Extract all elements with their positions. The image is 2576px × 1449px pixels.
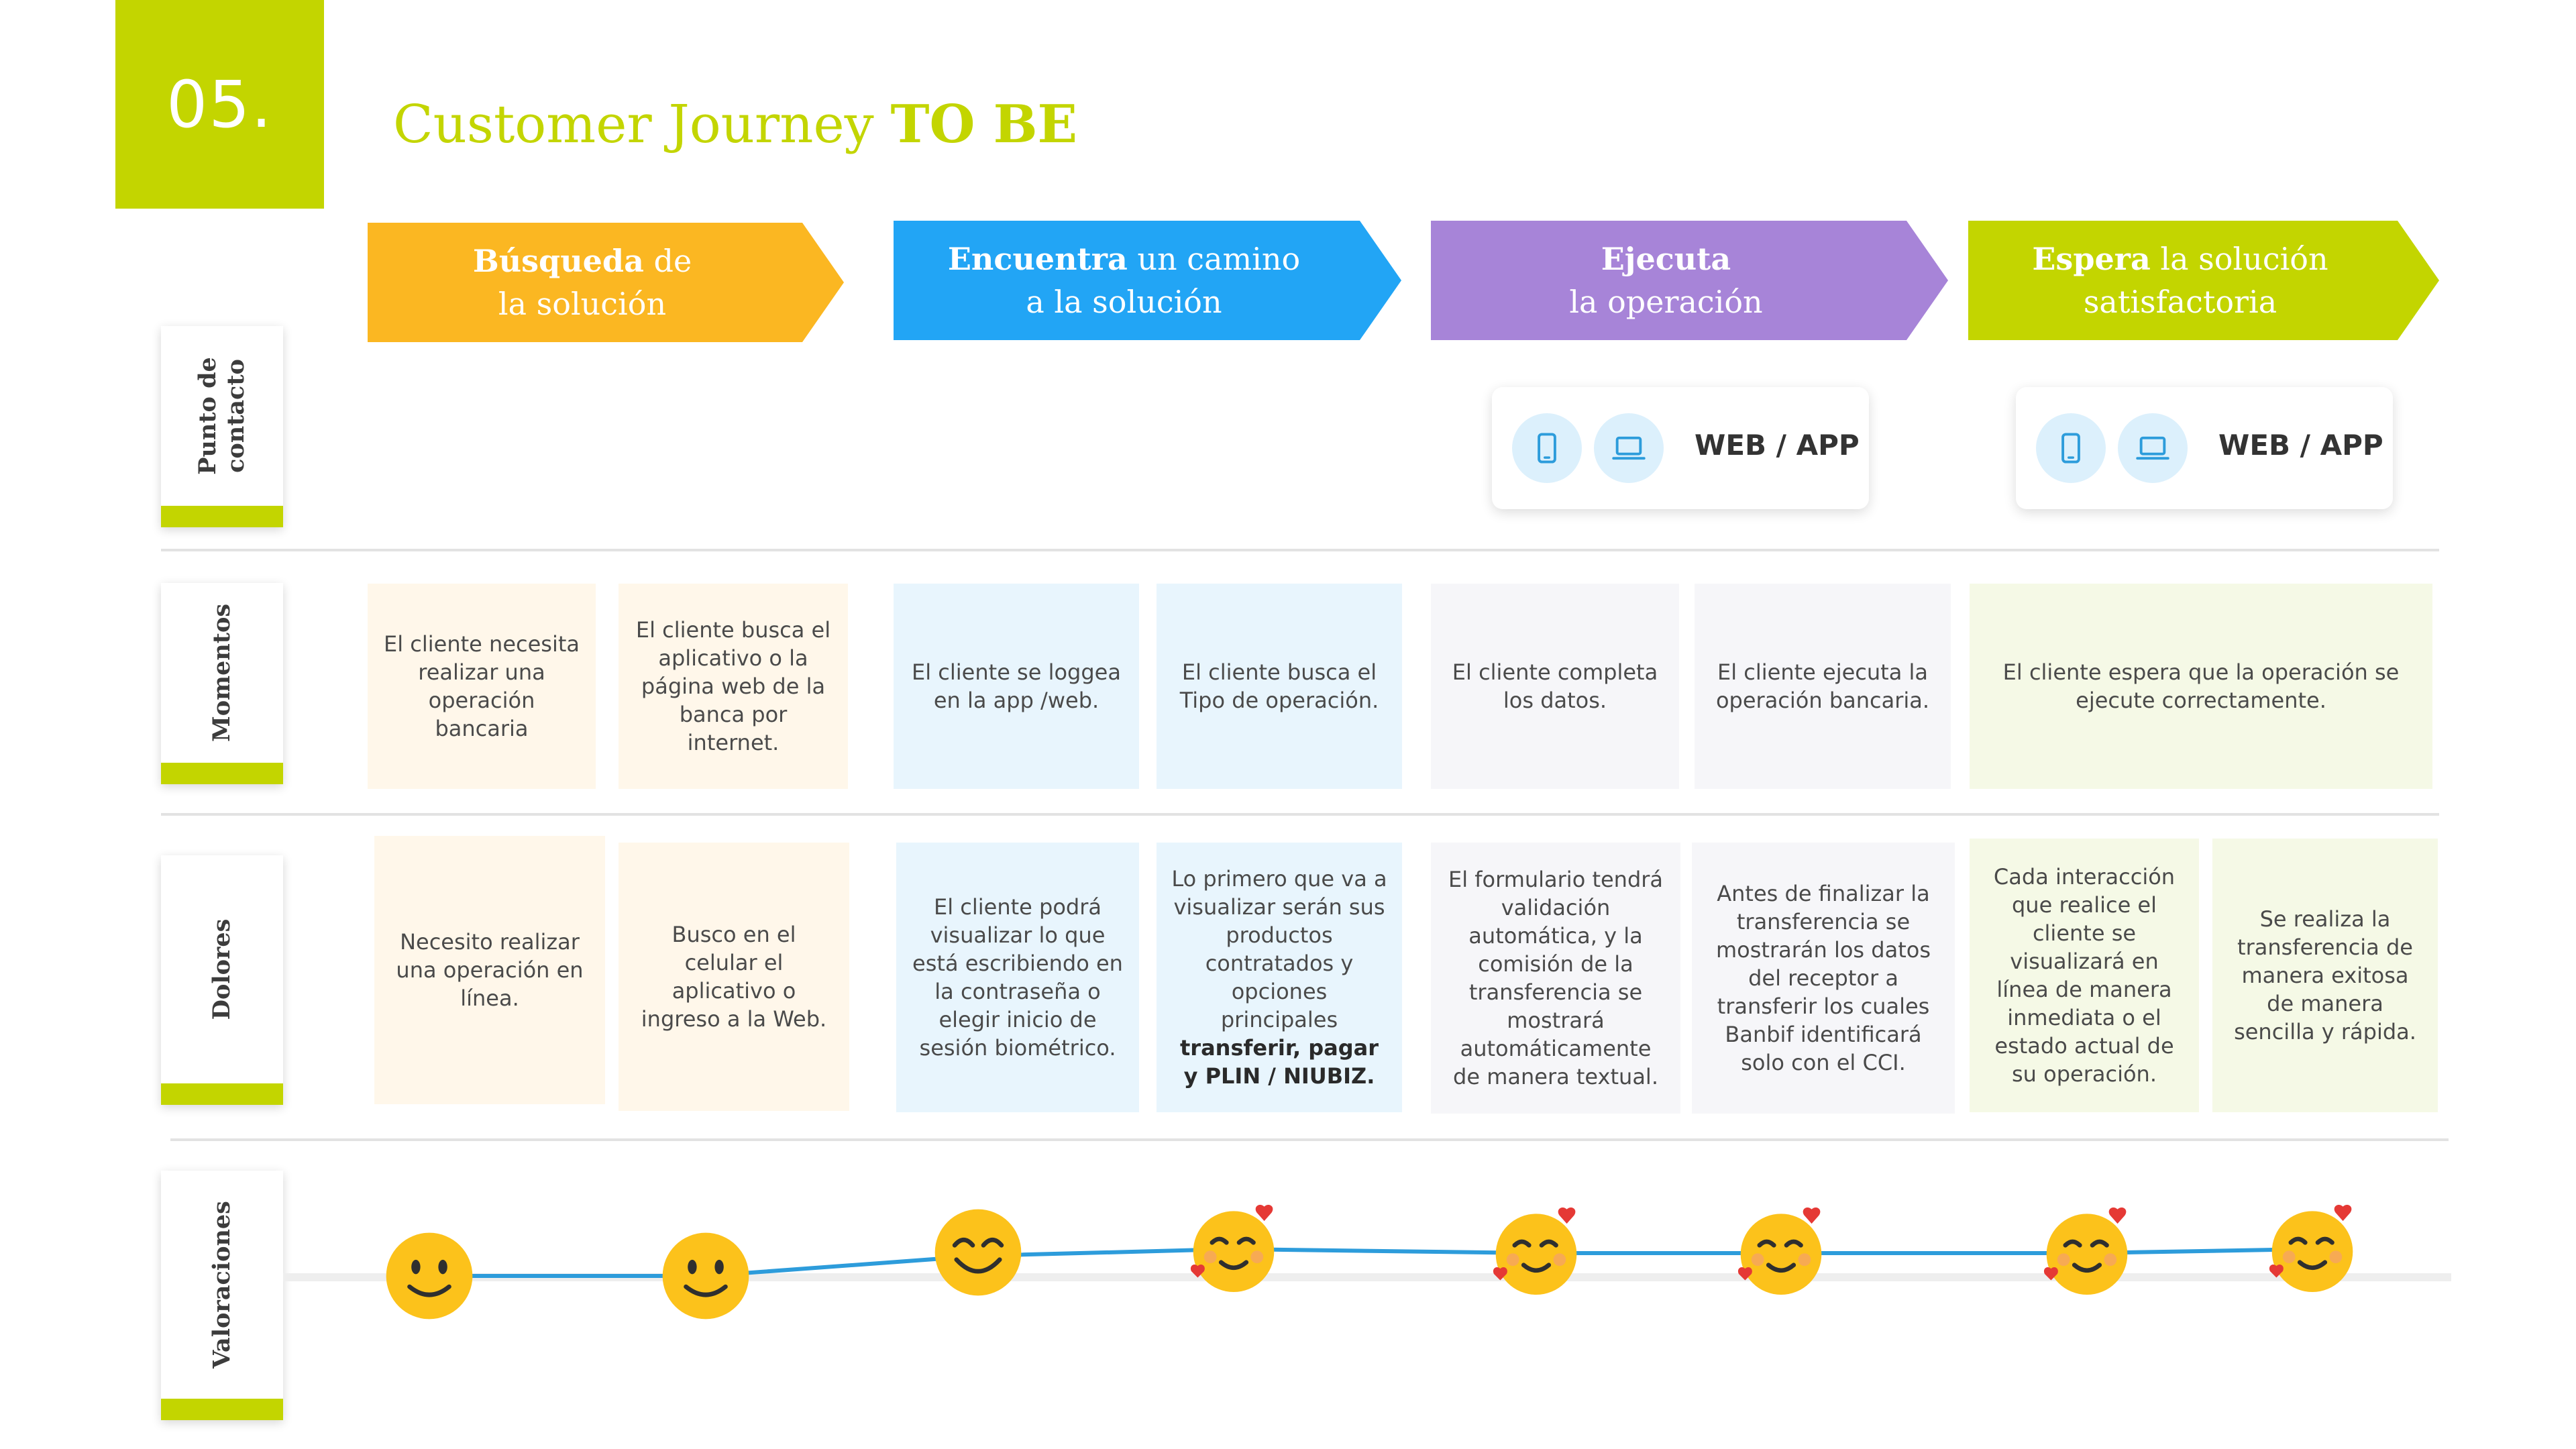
pain-text-regular: Lo primero que va a visualizar serán sus… bbox=[1171, 866, 1387, 1032]
section-number-text: 05. bbox=[166, 66, 273, 142]
moment-text: El cliente necesita realizar una operaci… bbox=[384, 631, 580, 741]
moment-text: El cliente busca el aplicativo o la pági… bbox=[635, 617, 831, 755]
phase-encuentra: Encuentra un camino a la solución bbox=[894, 221, 1401, 340]
phase-rest: un camino bbox=[1127, 241, 1301, 277]
row-label-valoraciones: Valoraciones bbox=[161, 1171, 283, 1420]
pain-text: Cada interacción que realice el cliente … bbox=[1993, 864, 2176, 1087]
pain-card: Cada interacción que realice el cliente … bbox=[1970, 839, 2199, 1112]
section-number: 05. bbox=[115, 0, 324, 209]
rating-line bbox=[429, 1246, 2312, 1278]
phase-rest: de bbox=[643, 243, 692, 279]
row-label-momentos: Momentos bbox=[161, 583, 283, 784]
pain-card: El formulario tendrá validación automáti… bbox=[1431, 843, 1680, 1114]
laptop-icon bbox=[2118, 413, 2188, 483]
phase-bold: Ejecuta bbox=[1601, 241, 1731, 277]
smiling-face-hearts-icon bbox=[1491, 1207, 1581, 1297]
pain-text: El cliente podrá visualizar lo que está … bbox=[912, 894, 1123, 1061]
phase-line2: la solución bbox=[498, 286, 667, 322]
touchpoint-label: WEB / APP bbox=[2218, 429, 2383, 462]
touchpoint-card: WEB / APP bbox=[1492, 387, 1869, 509]
slightly-smiling-face-icon bbox=[384, 1231, 474, 1321]
pain-text-bold: transferir, pagar y PLIN / NIUBIZ. bbox=[1179, 1035, 1379, 1089]
rating-track bbox=[283, 1273, 2451, 1281]
moment-card: El cliente completa los datos. bbox=[1431, 584, 1679, 789]
row-label-dolores: Dolores bbox=[161, 855, 283, 1105]
phase-line2: satisfactoria bbox=[2083, 284, 2277, 320]
row-label-accent-bar bbox=[161, 1083, 283, 1105]
pain-card: Antes de finalizar la transferencia se m… bbox=[1692, 843, 1955, 1114]
pain-text: Busco en el celular el aplicativo o ingr… bbox=[641, 922, 827, 1032]
slightly-smiling-face-icon bbox=[661, 1231, 751, 1321]
phase-bold: Encuentra bbox=[947, 241, 1128, 277]
pain-text: Antes de finalizar la transferencia se m… bbox=[1716, 881, 1931, 1075]
divider bbox=[170, 1138, 2449, 1141]
title-bold: TO BE bbox=[890, 94, 1077, 155]
pain-text: El formulario tendrá validación automáti… bbox=[1448, 867, 1664, 1089]
moment-card: El cliente busca el aplicativo o la pági… bbox=[619, 584, 848, 789]
touchpoint-card: WEB / APP bbox=[2016, 387, 2393, 509]
laptop-icon bbox=[1594, 413, 1664, 483]
touchpoint-label: WEB / APP bbox=[1695, 429, 1860, 462]
moment-card: El cliente espera que la operación se ej… bbox=[1970, 584, 2432, 789]
phase-rest: la solución bbox=[2150, 241, 2328, 277]
pain-card: Se realiza la transferencia de manera ex… bbox=[2212, 839, 2438, 1112]
divider bbox=[161, 549, 2439, 551]
row-label-accent-bar bbox=[161, 763, 283, 784]
smiling-face-hearts-icon bbox=[2267, 1204, 2357, 1295]
smiling-face-hearts-icon bbox=[1736, 1207, 1826, 1297]
moment-text: El cliente se loggea en la app /web. bbox=[912, 659, 1121, 713]
row-label-accent-bar bbox=[161, 1399, 283, 1420]
divider bbox=[161, 813, 2439, 816]
moment-text: El cliente espera que la operación se ej… bbox=[2002, 659, 2400, 713]
smiling-eyes-face-icon bbox=[933, 1208, 1023, 1297]
pain-text: Necesito realizar una operación en línea… bbox=[396, 929, 584, 1011]
smartphone-icon bbox=[1512, 413, 1582, 483]
moment-text: El cliente ejecuta la operación bancaria… bbox=[1715, 659, 1930, 713]
phase-line2: la operación bbox=[1569, 284, 1763, 320]
phase-busqueda: Búsqueda de la solución bbox=[368, 223, 844, 342]
pain-card: Lo primero que va a visualizar serán sus… bbox=[1157, 843, 1402, 1112]
phase-ejecuta: Ejecuta la operación bbox=[1431, 221, 1948, 340]
row-label-accent-bar bbox=[161, 506, 283, 527]
moment-card: El cliente ejecuta la operación bancaria… bbox=[1695, 584, 1951, 789]
pain-card: El cliente podrá visualizar lo que está … bbox=[896, 843, 1139, 1112]
moment-text: El cliente busca el Tipo de operación. bbox=[1179, 659, 1379, 713]
moment-card: El cliente necesita realizar una operaci… bbox=[368, 584, 596, 789]
moment-text: El cliente completa los datos. bbox=[1452, 659, 1658, 713]
pain-card: Busco en el celular el aplicativo o ingr… bbox=[619, 843, 849, 1111]
smiling-face-hearts-icon bbox=[1189, 1204, 1279, 1295]
moment-card: El cliente se loggea en la app /web. bbox=[894, 584, 1139, 789]
smiling-face-hearts-icon bbox=[2042, 1207, 2132, 1297]
title-light: Customer Journey bbox=[393, 95, 891, 155]
phase-bold: Búsqueda bbox=[472, 243, 644, 279]
phase-bold: Espera bbox=[2032, 241, 2151, 277]
page-title: Customer Journey TO BE bbox=[393, 94, 1077, 155]
pain-text: Se realiza la transferencia de manera ex… bbox=[2234, 906, 2416, 1044]
phase-line2: a la solución bbox=[1026, 284, 1222, 320]
pain-card: Necesito realizar una operación en línea… bbox=[374, 836, 605, 1104]
phase-espera: Espera la solución satisfactoria bbox=[1968, 221, 2439, 340]
pain-text: Lo primero que va a visualizar serán sus… bbox=[1171, 865, 1387, 1090]
moment-card: El cliente busca el Tipo de operación. bbox=[1157, 584, 1402, 789]
smartphone-icon bbox=[2036, 413, 2106, 483]
